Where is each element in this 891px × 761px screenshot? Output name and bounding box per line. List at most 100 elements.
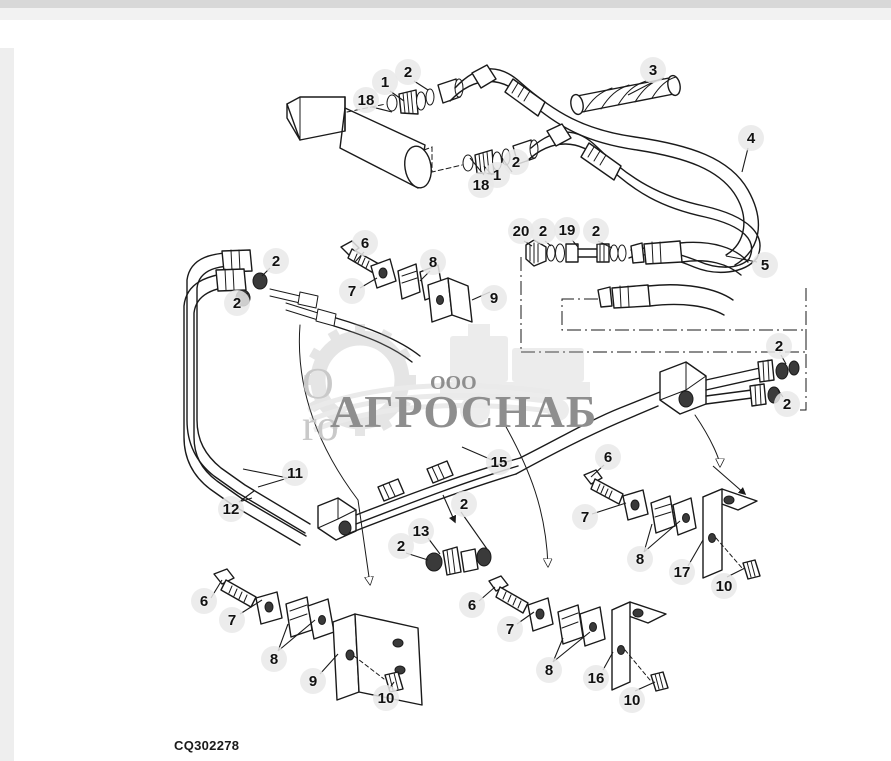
callout-halo	[282, 460, 308, 486]
callout-number: 1	[380, 73, 390, 91]
callout-halo	[353, 87, 379, 113]
callout-number: 8	[428, 253, 438, 271]
callout-number: 13	[412, 522, 430, 540]
callout-halo	[711, 573, 737, 599]
callout-bubble-10: 10	[373, 685, 399, 711]
callout-halo	[530, 218, 556, 244]
callout-bubble-2: 2	[530, 218, 556, 244]
callout-halo	[373, 685, 399, 711]
callout-bubble-2: 2	[224, 290, 250, 316]
callout-bubble-18: 18	[353, 87, 379, 113]
callout-number: 17	[673, 563, 691, 581]
right-gutter-strip	[877, 20, 891, 761]
callout-halo	[388, 533, 414, 559]
callout-bubble-7: 7	[572, 504, 598, 530]
callout-bubble-15: 15	[486, 449, 512, 475]
hydraulic-cylinder-body	[286, 96, 432, 189]
background-ghost-text-1: O	[302, 359, 334, 408]
callout-halo	[218, 496, 244, 522]
tube-line-assembly-right	[515, 359, 800, 475]
callout-halo	[774, 391, 800, 417]
callout-number: 12	[222, 500, 240, 518]
part-number-label: CQ302278	[174, 738, 240, 753]
assembly-flow-arrows	[298, 324, 747, 584]
callout-halo	[486, 449, 512, 475]
callout-number: 6	[603, 448, 613, 466]
hydraulic-hose-upper	[449, 64, 760, 266]
callout-bubble-2: 2	[395, 59, 421, 85]
window-top-band	[0, 0, 891, 8]
watermark-company-prefix: ООО	[430, 372, 477, 394]
clamp-assembly-bottom-center	[488, 575, 669, 692]
tube-line-assembly-left	[183, 249, 421, 546]
left-gutter-notch	[0, 20, 14, 48]
callout-halo	[420, 249, 446, 275]
callout-number: 2	[271, 252, 281, 270]
callout-bubble-2: 2	[451, 491, 477, 517]
callout-bubble-9: 9	[481, 285, 507, 311]
callout-bubble-1: 1	[372, 69, 398, 95]
callout-number: 2	[459, 495, 469, 513]
callout-halo	[263, 248, 289, 274]
callout-bubble-12: 12	[218, 496, 244, 522]
callout-halo	[583, 665, 609, 691]
callout-halo	[352, 230, 378, 256]
callout-number: 2	[782, 395, 792, 413]
callout-halo	[619, 687, 645, 713]
callout-bubble-19: 19	[554, 217, 580, 243]
callout-bubble-17: 17	[669, 559, 695, 585]
callout-bubble-3: 3	[640, 57, 666, 83]
callout-number: 20	[512, 222, 530, 240]
tube-coupling-detail	[425, 546, 492, 576]
callout-halo	[300, 668, 326, 694]
callout-bubble-6: 6	[191, 588, 217, 614]
callout-number: 6	[467, 596, 477, 614]
callout-number: 18	[357, 91, 375, 109]
callout-halo	[554, 217, 580, 243]
callout-bubble-5: 5	[752, 252, 778, 278]
callout-bubble-8: 8	[261, 646, 287, 672]
callout-halo	[640, 57, 666, 83]
callout-number: 8	[544, 661, 554, 679]
hose-fitting-upper	[346, 78, 464, 115]
callout-number: 6	[360, 234, 370, 252]
callout-bubble-7: 7	[497, 616, 523, 642]
callout-halo	[481, 285, 507, 311]
callout-number: 19	[558, 221, 576, 239]
callout-halo	[752, 252, 778, 278]
callout-number: 16	[587, 669, 605, 687]
callout-bubble-8: 8	[627, 546, 653, 572]
callout-halo	[627, 546, 653, 572]
callout-number: 2	[396, 537, 406, 555]
callout-bubble-8: 8	[536, 657, 562, 683]
callout-bubble-16: 16	[583, 665, 609, 691]
callout-halo	[459, 592, 485, 618]
callout-halo	[766, 333, 792, 359]
callout-number: 2	[538, 222, 548, 240]
clamp-assembly-bottom-left	[213, 568, 423, 706]
left-gutter-strip	[0, 20, 14, 761]
watermark-company-name: АГРОСНАБ	[330, 386, 598, 437]
callout-bubble-2: 2	[388, 533, 414, 559]
callout-bubble-6: 6	[595, 444, 621, 470]
clamp-assembly-right	[583, 469, 761, 580]
callout-number: 18	[472, 176, 490, 194]
tube-junction-block	[317, 457, 521, 541]
callout-number: 2	[591, 222, 601, 240]
callout-bubble-2: 2	[263, 248, 289, 274]
callout-number: 7	[580, 508, 590, 526]
callout-number: 6	[199, 592, 209, 610]
callout-number: 10	[623, 691, 641, 709]
callout-halo	[261, 646, 287, 672]
callout-number: 2	[232, 294, 242, 312]
callout-bubble-18: 18	[468, 172, 494, 198]
callout-number: 10	[715, 577, 733, 595]
window-top-band-light	[0, 8, 891, 20]
background-ghost-text-2: ro	[302, 401, 339, 450]
callout-number: 9	[308, 672, 318, 690]
callout-bubble-6: 6	[459, 592, 485, 618]
callout-bubble-6: 6	[352, 230, 378, 256]
callout-number: 7	[347, 282, 357, 300]
callout-bubble-8: 8	[420, 249, 446, 275]
